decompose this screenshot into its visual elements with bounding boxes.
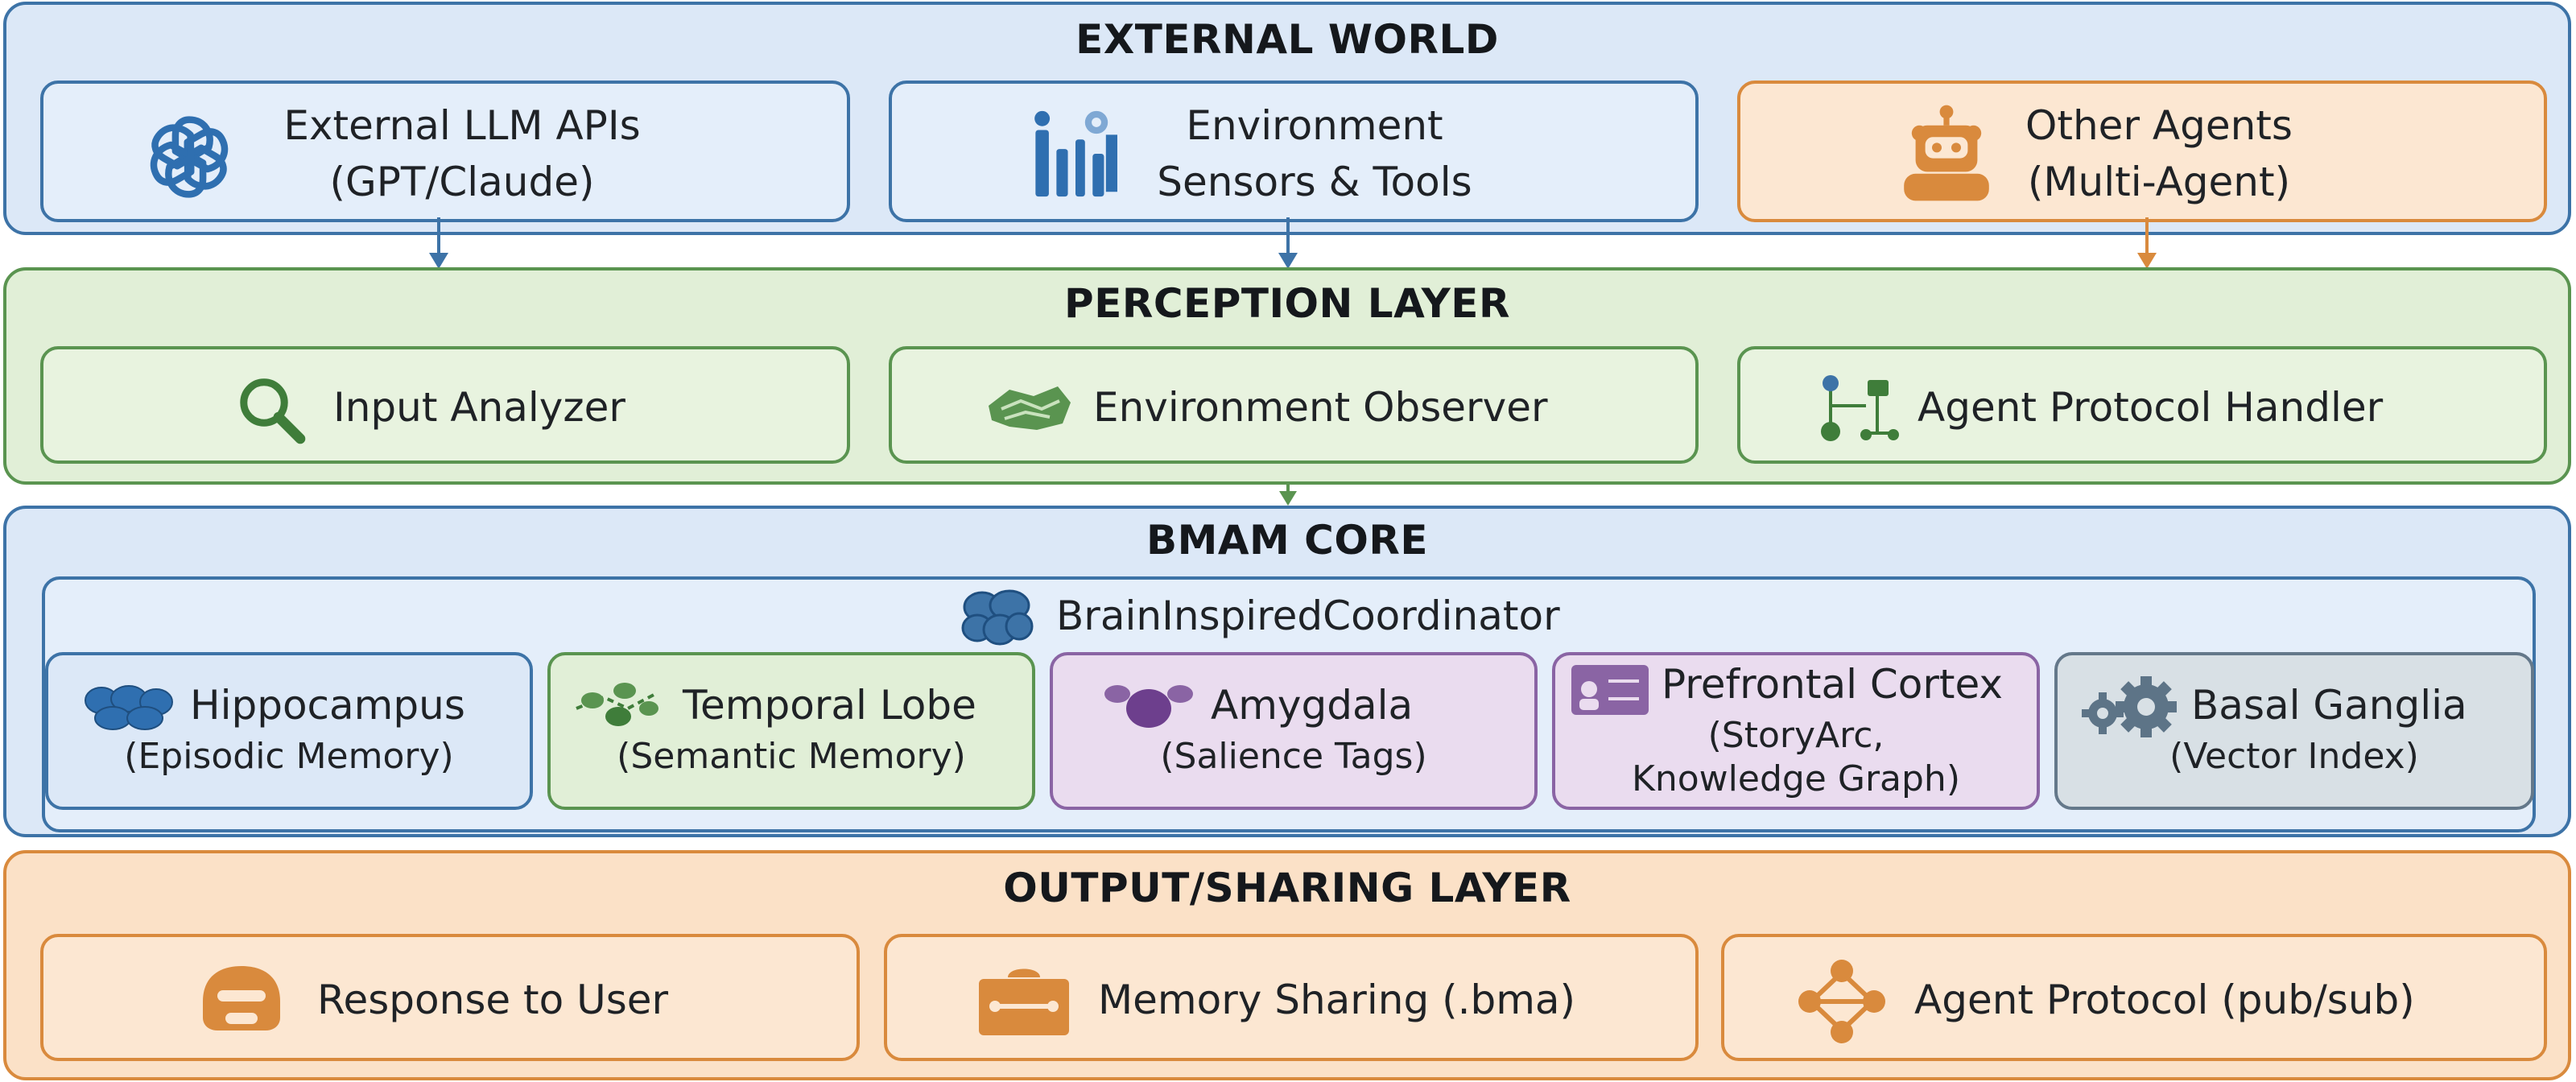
bmam-core-title: BMAM CORE: [1146, 517, 1429, 564]
arrow-llm-to-perception: [429, 217, 448, 269]
gears-icon: [2079, 676, 2180, 741]
input-analyzer-label: Input Analyzer: [333, 384, 625, 431]
coordinator-box: BrainInspiredCoordinator Hippocampus (Ep…: [42, 576, 2536, 832]
temporal-lobe-name: Temporal Lobe: [683, 682, 976, 729]
amygdala-box: Amygdala (Salience Tags): [1050, 652, 1538, 810]
external-llm-line2: (GPT/Claude): [329, 159, 595, 205]
other-agents-line2: (Multi-Agent): [2027, 159, 2291, 205]
response-to-user-box: Response to User: [40, 934, 860, 1061]
prefrontal-cortex-sub1: (StoryArc,: [1707, 715, 1885, 756]
basal-ganglia-box: Basal Ganglia (Vector Index): [2054, 652, 2534, 810]
agent-protocol-label: Agent Protocol (pub/sub): [1914, 977, 2415, 1023]
basal-ganglia-sub: (Vector Index): [2169, 736, 2419, 777]
perception-layer-title: PERCEPTION LAYER: [1064, 280, 1510, 327]
external-world-title: EXTERNAL WORLD: [1075, 16, 1499, 63]
temporal-lobe-sub: (Semantic Memory): [617, 736, 966, 777]
brain-coordinator-icon: [960, 588, 1034, 649]
temporal-lobe-icon: [572, 676, 662, 729]
network-nodes-icon: [1813, 369, 1901, 449]
amygdala-sub: (Salience Tags): [1160, 736, 1427, 777]
prefrontal-cortex-sub2: Knowledge Graph): [1632, 758, 1960, 799]
prefrontal-cortex-name: Prefrontal Cortex: [1662, 661, 2003, 708]
hippocampus-box: Hippocampus (Episodic Memory): [45, 652, 533, 810]
memory-sharing-label: Memory Sharing (.bma): [1098, 977, 1576, 1023]
memory-sharing-icon: [976, 963, 1072, 1040]
amygdala-name: Amygdala: [1211, 682, 1414, 729]
output-sharing-layer: OUTPUT/SHARING LAYER Response to User Me…: [3, 850, 2571, 1080]
environment-line1: Environment: [1186, 102, 1443, 149]
response-icon: [196, 961, 287, 1042]
bmam-core-layer: BMAM CORE BrainInspiredCoordinator: [3, 506, 2571, 837]
amygdala-icon: [1101, 678, 1196, 734]
agent-protocol-handler-label: Agent Protocol Handler: [1918, 384, 2384, 431]
environment-observer-box: Environment Observer: [889, 346, 1699, 464]
other-agents-box: Other Agents (Multi-Agent): [1737, 81, 2547, 222]
input-analyzer-box: Input Analyzer: [40, 346, 850, 464]
temporal-lobe-box: Temporal Lobe (Semantic Memory): [547, 652, 1035, 810]
environment-sensors-box: Environment Sensors & Tools: [889, 81, 1699, 222]
hippocampus-icon: [84, 683, 174, 733]
prefrontal-cortex-box: Prefrontal Cortex (StoryArc, Knowledge G…: [1552, 652, 2040, 810]
agent-protocol-box: Agent Protocol (pub/sub): [1721, 934, 2547, 1061]
arrow-agents-to-perception: [2137, 217, 2157, 269]
agent-protocol-handler-box: Agent Protocol Handler: [1737, 346, 2547, 464]
external-world-layer: EXTERNAL WORLD External LLM APIs (GPT/Cl…: [3, 2, 2571, 235]
basal-ganglia-name: Basal Ganglia: [2191, 682, 2467, 729]
environment-line2: Sensors & Tools: [1157, 159, 1472, 205]
memory-sharing-box: Memory Sharing (.bma): [884, 934, 1699, 1061]
prefrontal-cortex-icon: [1570, 663, 1650, 717]
response-to-user-label: Response to User: [317, 977, 669, 1023]
coordinator-label: BrainInspiredCoordinator: [1056, 593, 1560, 639]
search-icon: [235, 374, 308, 446]
perception-layer: PERCEPTION LAYER Input Analyzer Environm…: [3, 267, 2571, 485]
sensors-tools-icon: [1027, 101, 1124, 206]
other-agents-line1: Other Agents: [2025, 102, 2293, 149]
arrow-perception-to-core: [1279, 483, 1297, 506]
output-sharing-title: OUTPUT/SHARING LAYER: [1003, 865, 1571, 911]
external-llm-apis-box: External LLM APIs (GPT/Claude): [40, 81, 850, 222]
arrow-env-to-perception: [1278, 217, 1298, 269]
openai-logo-icon: [140, 108, 238, 206]
hippocampus-sub: (Episodic Memory): [124, 736, 454, 777]
terrain-observer-icon: [985, 382, 1074, 435]
hippocampus-name: Hippocampus: [190, 682, 465, 729]
environment-observer-label: Environment Observer: [1093, 384, 1548, 431]
robot-agent-icon: [1898, 101, 1995, 209]
external-llm-line1: External LLM APIs: [283, 102, 641, 149]
pubsub-network-icon: [1797, 956, 1887, 1047]
